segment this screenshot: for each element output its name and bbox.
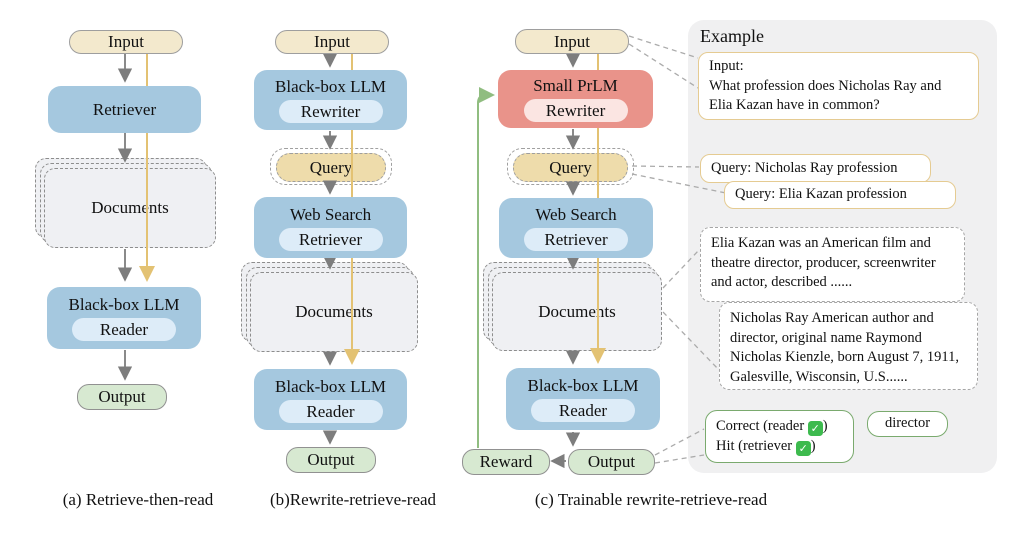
pipeline-a-reader: Black-box LLM Reader (47, 287, 201, 349)
web-search-subtitle: Retriever (524, 228, 628, 251)
result-text: Correct (reader (716, 418, 808, 434)
example-input-line: Input: (709, 58, 744, 74)
result-text: ) (822, 418, 828, 434)
pipeline-c-web-retriever: Web Search Retriever (499, 198, 653, 258)
example-doc2-box: Nicholas Ray American author and directo… (719, 302, 978, 390)
example-query1-box: Query: Nicholas Ray profession (700, 154, 931, 183)
rewriter-title: Black-box LLM (275, 77, 386, 96)
pipeline-a-retriever: Retriever (48, 86, 201, 133)
caption-b: (b)Rewrite-retrieve-read (269, 490, 437, 509)
pipeline-c-query: Query (507, 148, 634, 185)
result-line-hit: Hit (retriever ✓) (716, 437, 843, 457)
query-front: Query (513, 153, 628, 182)
retriever-label: Retriever (92, 99, 157, 119)
documents-front: Documents (44, 168, 216, 248)
example-doc1-box: Elia Kazan was an American film and thea… (700, 227, 965, 302)
reader-subtitle: Reader (278, 399, 383, 423)
pipeline-a-documents: Documents (35, 158, 216, 248)
pipeline-a-input: Input (69, 30, 183, 54)
example-input-box: Input: What profession does Nicholas Ray… (698, 52, 979, 120)
example-input-line: Elia Kazan have in common? (709, 97, 880, 113)
pipeline-b-web-retriever: Web Search Retriever (254, 197, 407, 258)
web-search-subtitle: Retriever (278, 227, 383, 251)
pipeline-c-output: Output (568, 449, 655, 475)
example-input-line: What profession does Nicholas Ray and (709, 77, 942, 94)
reader-title: Black-box LLM (527, 376, 639, 395)
pipeline-c-documents: Documents (483, 262, 662, 351)
example-query2-text: Query: Elia Kazan profession (735, 186, 907, 203)
reader-subtitle: Reader (72, 318, 176, 341)
pipeline-b-output: Output (286, 447, 376, 473)
web-search-title: Web Search (535, 205, 617, 224)
reader-subtitle: Reader (531, 399, 635, 422)
result-text: ) (810, 437, 816, 454)
pipeline-b-input: Input (275, 30, 389, 54)
example-answer-box: director (867, 411, 948, 437)
pipeline-c-rewriter: Small PrLM Rewriter (498, 70, 653, 128)
reader-title: Black-box LLM (68, 295, 180, 314)
small-prlm-title: Small PrLM (533, 76, 618, 95)
query-label: Query (549, 157, 592, 177)
pipeline-c-reader: Black-box LLM Reader (506, 368, 660, 430)
caption-c: (c) Trainable rewrite-retrieve-read (534, 490, 768, 509)
documents-label: Documents (538, 301, 616, 321)
example-query2-box: Query: Elia Kazan profession (724, 181, 956, 209)
example-doc2-text: Nicholas Ray American author and directo… (730, 310, 960, 385)
example-answer-text: director (884, 415, 931, 432)
pipeline-b-reader: Black-box LLM Reader (254, 369, 407, 430)
pipeline-c-input: Input (515, 29, 629, 54)
rewriter-subtitle: Rewriter (523, 99, 628, 122)
pipeline-a-output: Output (77, 384, 167, 410)
rewriter-subtitle: Rewriter (278, 100, 383, 123)
pipeline-b-rewriter: Black-box LLM Rewriter (254, 70, 407, 130)
result-line-correct: Correct (reader ✓) (716, 417, 843, 437)
reader-title: Black-box LLM (275, 376, 386, 396)
check-icon: ✓ (795, 440, 811, 456)
example-title: Example (700, 26, 764, 46)
pipeline-c-reward: Reward (462, 449, 550, 475)
web-search-title: Web Search (289, 204, 372, 224)
example-result-box: Correct (reader ✓) Hit (retriever ✓) (705, 410, 854, 463)
caption-a: (a) Retrieve-then-read (62, 490, 214, 509)
example-doc1-text: Elia Kazan was an American film and thea… (711, 235, 936, 290)
documents-label: Documents (295, 302, 373, 321)
query-label: Query (309, 157, 353, 177)
pipeline-b-documents: Documents (241, 262, 418, 352)
result-text: Hit (retriever (716, 437, 796, 454)
documents-front: Documents (250, 272, 418, 352)
example-query1-text: Query: Nicholas Ray profession (711, 159, 898, 176)
documents-label: Documents (91, 198, 169, 217)
check-icon: ✓ (807, 421, 823, 436)
